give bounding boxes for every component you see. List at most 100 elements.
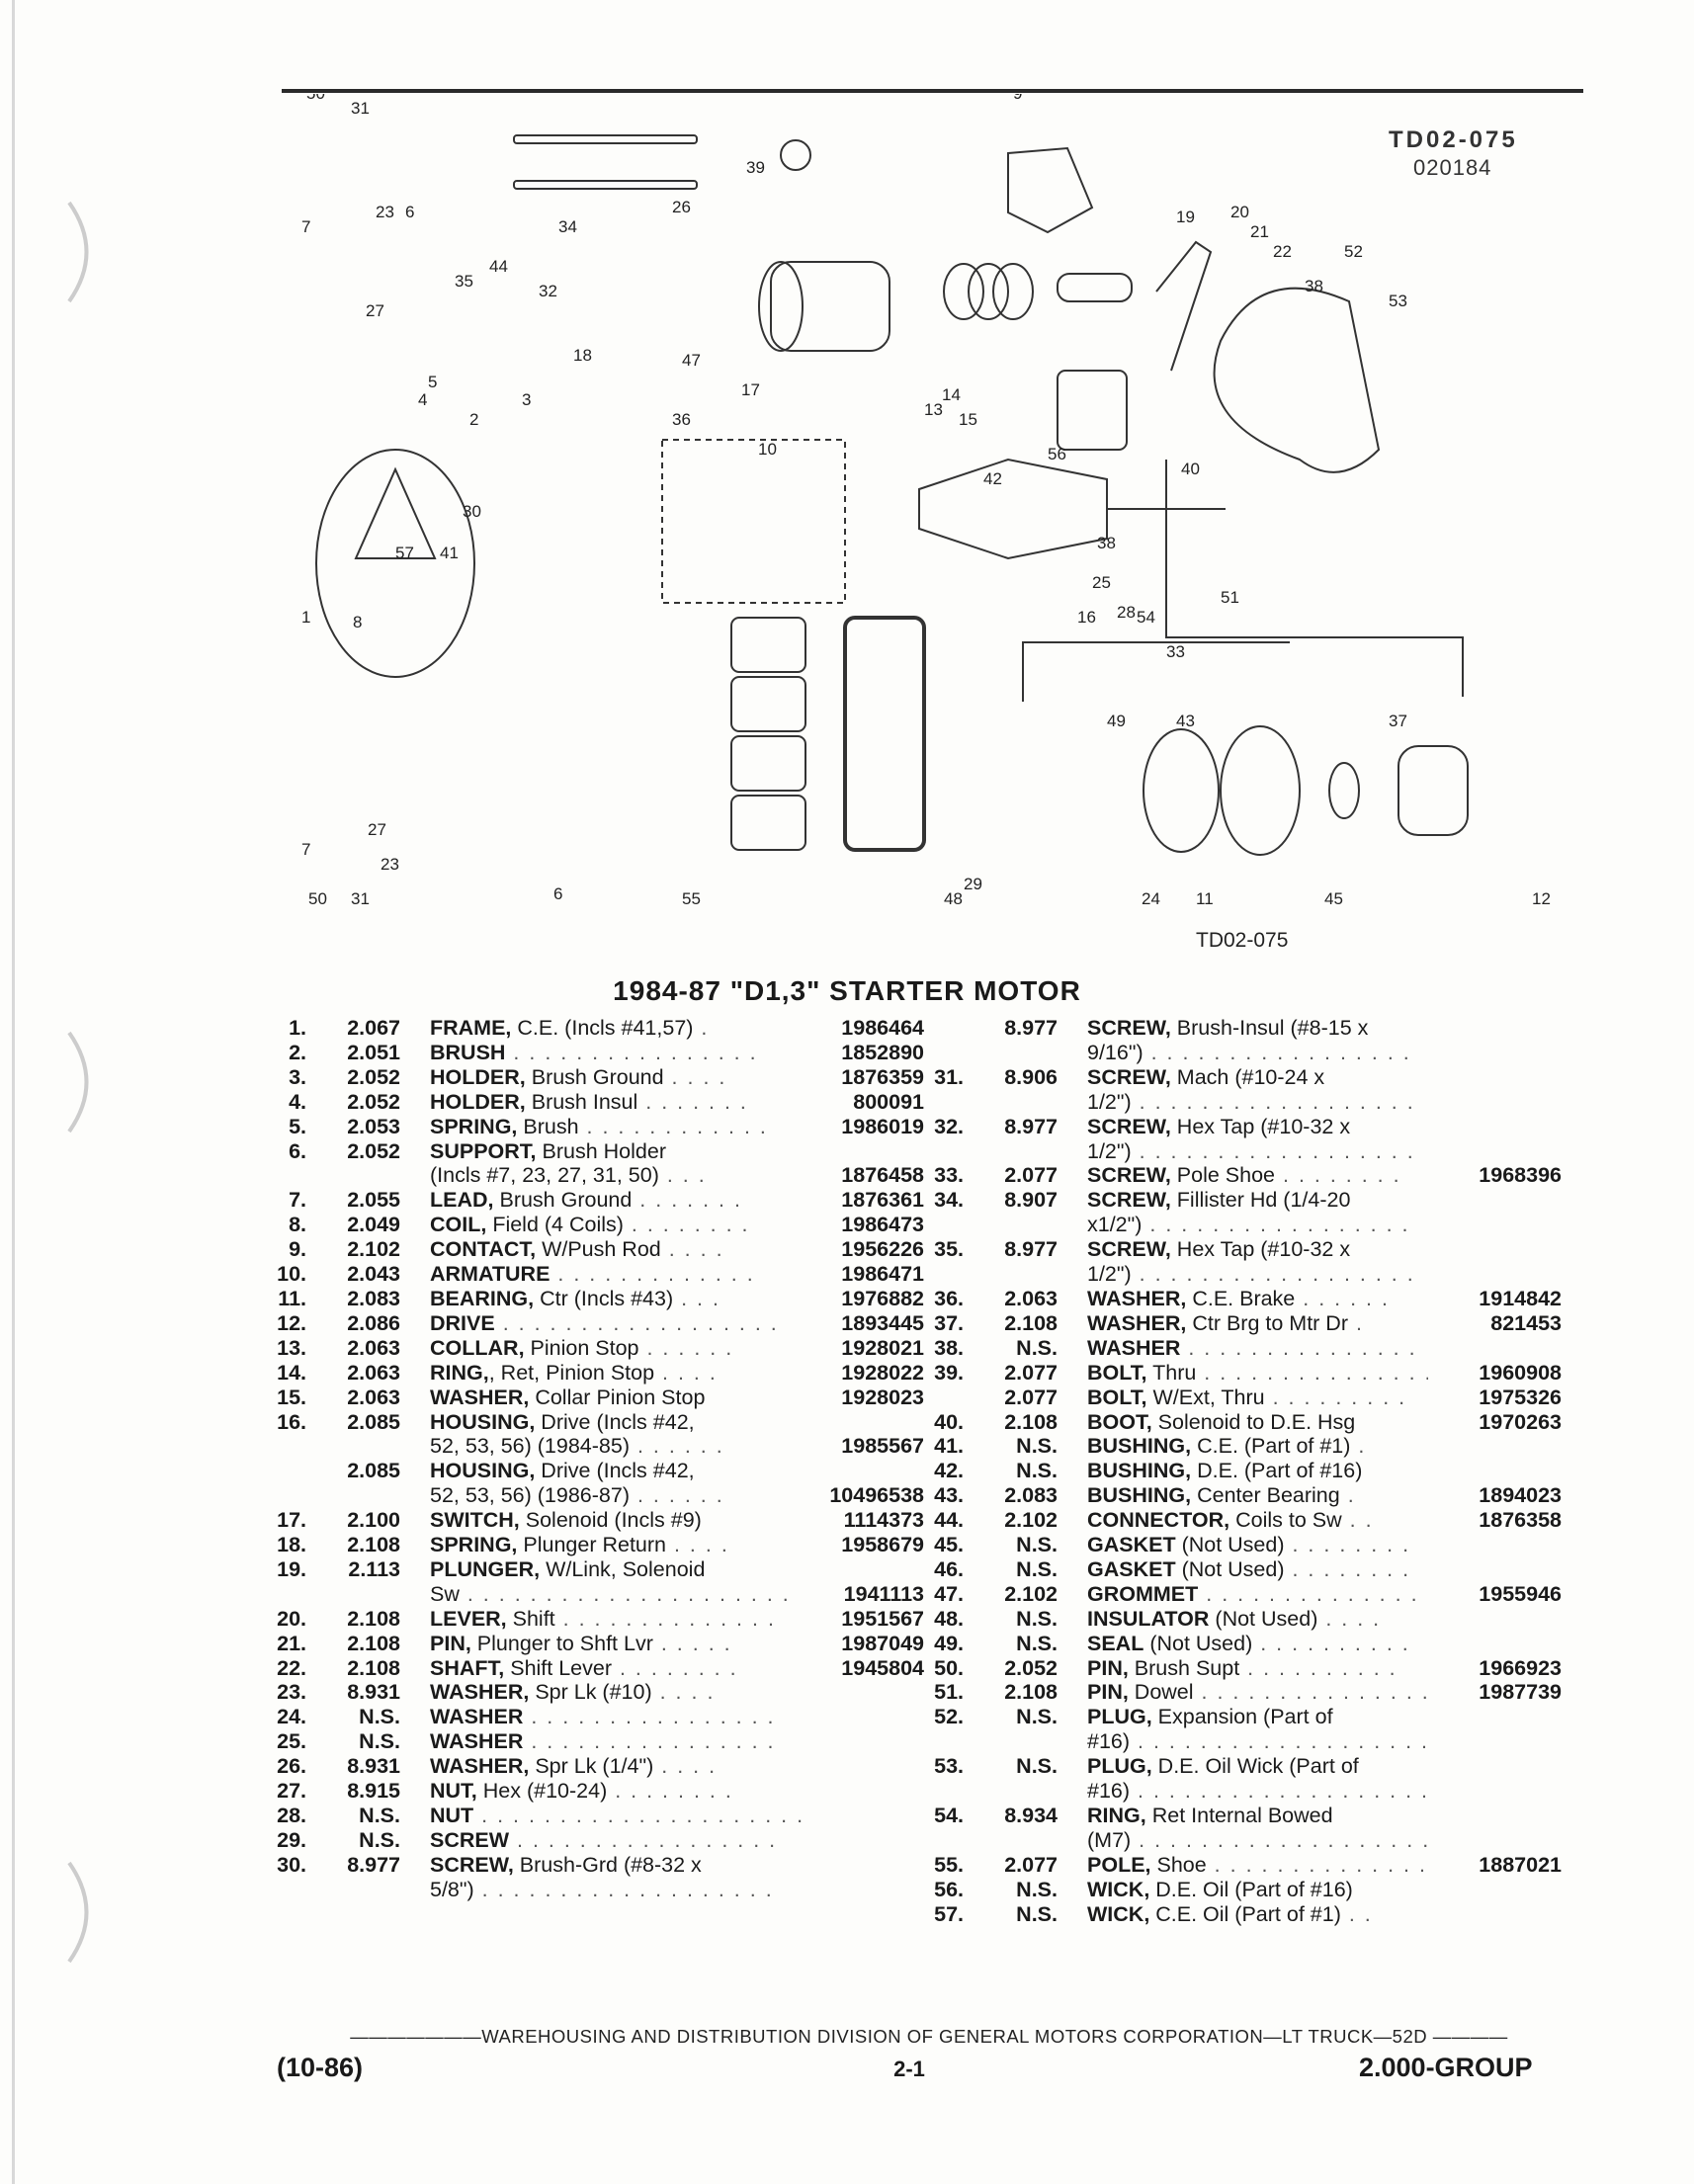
part-number [805, 1459, 924, 1483]
part-number: 1986471 [841, 1262, 924, 1287]
callout-number: 45 [1324, 889, 1343, 908]
part-number: 1986473 [841, 1213, 924, 1237]
item-number [252, 1434, 306, 1459]
part-name: PIN, [1087, 1655, 1129, 1680]
part-detail: Plunger to Shft Lvr [470, 1631, 653, 1655]
part-number [805, 1410, 924, 1435]
dot-leader: . . . . [663, 1064, 727, 1089]
part-number [1428, 1041, 1562, 1065]
dot-leader: . . . . [666, 1533, 729, 1557]
callout-number: 6 [405, 203, 414, 221]
thru-bolt-icon [513, 180, 698, 190]
part-number: 1928023 [841, 1385, 924, 1409]
part-number [1428, 1065, 1562, 1090]
item-number: 39. [934, 1360, 964, 1385]
part-row: 1/2") . . . . . . . . . . . . . . . . . … [909, 1090, 1562, 1115]
dot-leader: . . . . . . . . [1284, 1556, 1411, 1581]
part-detail: (Not Used) [1175, 1533, 1285, 1557]
item-number: 32. [934, 1114, 964, 1138]
callout-number: 7 [301, 217, 310, 236]
part-detail: Ret Internal Bowed [1145, 1804, 1333, 1827]
part-number [1428, 1779, 1562, 1804]
dot-leader: . . . . . . . . . . . . . . . . [505, 1040, 758, 1064]
part-description: SPRING, Plunger Return . . . . [430, 1533, 805, 1557]
washer-37-icon [1328, 762, 1360, 819]
part-description: WICK, D.E. Oil (Part of #16) [1087, 1878, 1428, 1902]
part-number [1428, 1213, 1562, 1237]
callout-number: 10 [758, 440, 777, 459]
dot-leader: . [1339, 1483, 1356, 1508]
contact-icon [780, 139, 811, 171]
part-row: 25.N.S.WASHER . . . . . . . . . . . . . … [252, 1729, 924, 1754]
dot-leader: . . . . . . . [632, 1188, 742, 1213]
part-number: 1876361 [841, 1188, 924, 1213]
field-coil-icon [661, 439, 846, 604]
insulator-icon [843, 616, 926, 852]
group-number [306, 1878, 400, 1902]
part-name: WASHER, [1087, 1286, 1187, 1310]
group-number: 8.977 [1004, 1237, 1058, 1262]
callout-number: 21 [1250, 222, 1269, 241]
part-number: 10496538 [829, 1483, 924, 1508]
group-number: N.S. [1016, 1459, 1058, 1483]
group-number: 8.931 [347, 1680, 400, 1705]
part-name: GROMMET [1087, 1581, 1199, 1606]
part-description: SUPPORT, Brush Holder [430, 1139, 805, 1164]
part-number [1428, 1459, 1562, 1483]
part-row: 57.N.S.WICK, C.E. Oil (Part of #1) . . [909, 1902, 1562, 1927]
armature-icon [918, 458, 1108, 560]
part-name: POLE, [1087, 1852, 1151, 1877]
dot-leader: . . . . . . . . . . . . . . . . . . [1131, 1089, 1415, 1114]
group-number: 2.053 [347, 1114, 400, 1138]
dot-leader: . . . . . . . . [607, 1779, 733, 1804]
dot-leader: . . . . . . . . . . . . [578, 1114, 768, 1138]
callout-number: 43 [1176, 712, 1195, 730]
part-description: SCREW, Fillister Hd (1/4-20 [1087, 1188, 1428, 1213]
group-number [306, 1483, 400, 1508]
group-number: 2.108 [347, 1655, 400, 1680]
callout-number: 55 [682, 889, 701, 908]
dot-leader: . . . . . . [638, 1335, 734, 1360]
part-detail: Brush-Insul (#8-15 x [1170, 1016, 1369, 1040]
part-description: SCREW, Mach (#10-24 x [1087, 1065, 1428, 1090]
part-number [1428, 1729, 1562, 1754]
part-description: x1/2") . . . . . . . . . . . . . . . . . [1087, 1213, 1428, 1237]
part-row: Sw . . . . . . . . . . . . . . . . . . .… [252, 1582, 924, 1607]
dot-leader: . [693, 1016, 710, 1040]
page-title: 1984-87 "D1,3" STARTER MOTOR [613, 975, 1081, 1006]
part-description: COLLAR, Pinion Stop . . . . . . [430, 1336, 805, 1361]
shift-lever-icon [1155, 240, 1213, 372]
part-number: 1987049 [841, 1631, 924, 1655]
part-description: SPRING, Brush . . . . . . . . . . . . [430, 1115, 805, 1139]
part-detail: W/Link, Solenoid [540, 1556, 706, 1581]
page-number: 2-1 [893, 2057, 925, 2081]
part-number: 1951567 [841, 1606, 924, 1631]
part-name: WICK, [1087, 1901, 1150, 1926]
binder-hole-mark [67, 201, 89, 303]
group-number: N.S. [1016, 1877, 1058, 1901]
item-number: 10. [277, 1262, 306, 1287]
part-description: #16) . . . . . . . . . . . . . . . . . .… [1087, 1779, 1428, 1804]
part-number [1428, 1607, 1562, 1632]
part-name: HOLDER, [430, 1089, 526, 1114]
item-number: 51. [934, 1680, 964, 1705]
part-detail: Field (4 Coils) [486, 1213, 624, 1237]
part-description: 1/2") . . . . . . . . . . . . . . . . . … [1087, 1262, 1428, 1287]
part-name: ARMATURE [430, 1262, 551, 1287]
group-label: 2.000-GROUP [1359, 2053, 1533, 2082]
group-number: 2.077 [1004, 1360, 1058, 1385]
part-number: 1987739 [1479, 1680, 1562, 1705]
callout-number: 7 [301, 840, 310, 859]
item-number: 48. [934, 1606, 964, 1631]
item-number: 33. [934, 1163, 964, 1188]
part-number [1428, 1828, 1562, 1853]
dot-leader: . . . . . . . . . . . . . . . . [1196, 1360, 1428, 1385]
part-detail: 5/8") [430, 1877, 474, 1901]
part-name: COLLAR, [430, 1335, 525, 1360]
